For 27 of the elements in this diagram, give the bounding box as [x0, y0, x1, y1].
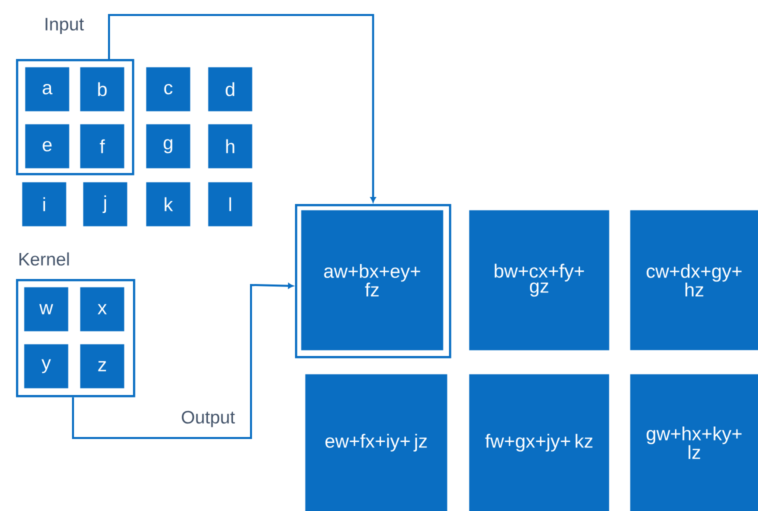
output-cell: aw+bx+ey+ fz	[301, 210, 444, 350]
input-cell: b	[80, 67, 124, 112]
kernel-cell: y	[24, 344, 68, 388]
grid-label: Kernel	[19, 252, 69, 266]
input-cell: k	[146, 182, 190, 226]
kernel-cell: z	[80, 344, 124, 388]
input-cell: j	[83, 182, 128, 226]
output-cell: cw+dx+gy+ hz	[630, 210, 758, 350]
arrow	[108, 14, 376, 202]
output-cell: fw+gx+jy+ kz	[469, 374, 610, 511]
kernel-cell: x	[80, 287, 124, 332]
input-cell: h	[208, 124, 252, 168]
grid-label: Input	[46, 18, 84, 34]
input-cell: l	[208, 182, 252, 226]
input-cell: a	[25, 67, 70, 112]
input-cell: e	[25, 124, 70, 168]
input-cell: c	[146, 67, 190, 112]
output-cell: bw+cx+fy+ gz	[469, 210, 610, 350]
output-cell: ew+fx+iy+ jz	[305, 374, 448, 511]
kernel-cell: w	[24, 287, 68, 332]
arrow	[72, 283, 294, 439]
input-cell: g	[146, 124, 190, 168]
edge-label: Output	[180, 410, 236, 428]
input-cell: f	[80, 124, 124, 168]
input-cell: i	[22, 182, 66, 226]
output-cell: gw+hx+ky+ lz	[630, 374, 758, 511]
input-cell: d	[208, 67, 252, 112]
